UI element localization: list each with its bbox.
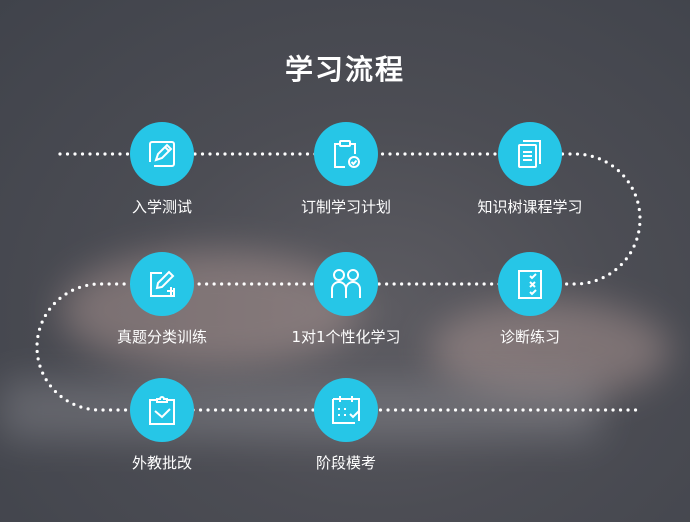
step-category-training: 真题分类训练 [82, 252, 242, 347]
step-diagnostic-practice: 诊断练习 [450, 252, 610, 347]
checklist-icon [498, 252, 562, 316]
page-title: 学习流程 [284, 53, 405, 86]
step-label: 真题分类训练 [116, 328, 207, 346]
step-teacher-correction: 外教批改 [82, 378, 242, 473]
two-people-icon [314, 252, 378, 316]
step-label: 订制学习计划 [300, 198, 391, 216]
step-mock-exam: 阶段模考 [266, 378, 426, 473]
calendar-check-icon [314, 378, 378, 442]
clipboard-tick-icon [130, 378, 194, 442]
step-label: 入学测试 [131, 198, 192, 216]
step-label: 1对1个性化学习 [291, 328, 401, 346]
step-label: 诊断练习 [499, 328, 560, 346]
background-hand [430, 300, 670, 400]
documents-icon [498, 122, 562, 186]
step-custom-plan: 订制学习计划 [266, 122, 426, 217]
step-label: 阶段模考 [315, 454, 376, 472]
clipboard-check-icon [314, 122, 378, 186]
step-label: 外教批改 [131, 454, 192, 472]
step-entrance-test: 入学测试 [82, 122, 242, 217]
background-hand [60, 250, 360, 370]
edit-plus-icon [130, 252, 194, 316]
pencil-square-icon [130, 122, 194, 186]
step-knowledge-tree: 知识树课程学习 [450, 122, 610, 217]
step-one-on-one: 1对1个性化学习 [266, 252, 426, 347]
step-label: 知识树课程学习 [477, 198, 583, 216]
